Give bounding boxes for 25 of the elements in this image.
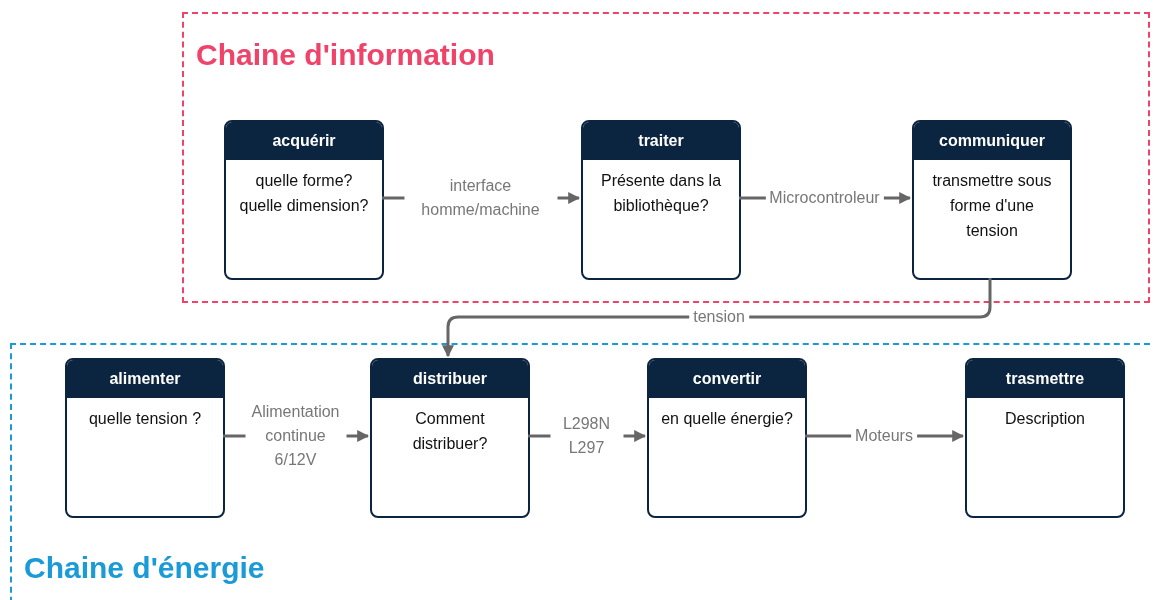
- card-header: traiter: [583, 122, 739, 160]
- group-title: Chaine d'information: [196, 37, 495, 73]
- card-header: distribuer: [372, 360, 528, 398]
- process-card: [965, 358, 1125, 518]
- process-card: [224, 120, 384, 280]
- process-card: [912, 120, 1072, 280]
- card-header: communiquer: [914, 122, 1070, 160]
- card-body-text: transmettre sous forme d'une tension: [931, 171, 1053, 241]
- card-header: acquérir: [226, 122, 382, 160]
- process-card: [647, 358, 807, 518]
- process-card: [370, 358, 530, 518]
- card-header: convertir: [649, 360, 805, 398]
- arrow: [442, 278, 992, 358]
- card-body-text: Comment distribuer?: [411, 409, 489, 454]
- card-body-text: Description: [1004, 409, 1086, 429]
- process-card: [65, 358, 225, 518]
- card-body-text: en quelle énergie?: [660, 409, 794, 429]
- card-header: trasmettre: [967, 360, 1123, 398]
- group-title: Chaine d'énergie: [24, 550, 265, 586]
- process-card: [581, 120, 741, 280]
- card-header: alimenter: [67, 360, 223, 398]
- group-frame: [182, 12, 1150, 303]
- card-body-text: quelle forme? quelle dimension?: [238, 171, 370, 216]
- card-body-text: Présente dans la bibliothèque?: [599, 171, 723, 216]
- card-body-text: quelle tension ?: [87, 409, 203, 429]
